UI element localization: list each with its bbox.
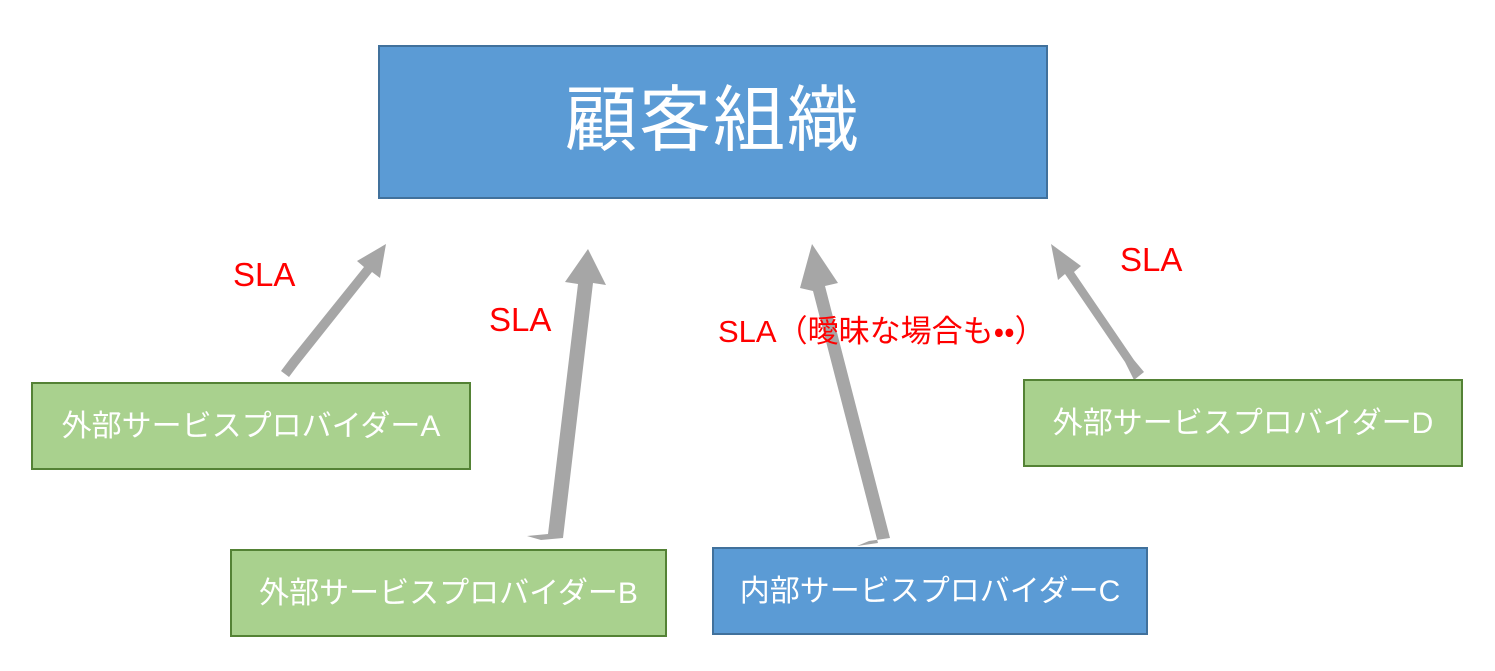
provider-b-node[interactable]: 外部サービスプロバイダーB	[230, 549, 667, 637]
sla-label-d: SLA	[1120, 241, 1183, 278]
arrow-a	[281, 244, 386, 377]
sla-label-c: SLA（曖昧な場合も・・）	[718, 314, 1046, 349]
provider-a-label: 外部サービスプロバイダーA	[61, 409, 441, 443]
customer-organization-node[interactable]: 顧客組織	[378, 45, 1048, 199]
arrow-b	[527, 249, 606, 540]
sla-label-b: SLA	[489, 301, 552, 338]
provider-c-node[interactable]: 内部サービスプロバイダーC	[712, 547, 1148, 635]
provider-a-node[interactable]: 外部サービスプロバイダーA	[31, 382, 471, 470]
customer-organization-label: 顧客組織	[564, 81, 861, 162]
sla-label-a: SLA	[233, 256, 296, 293]
provider-d-label: 外部サービスプロバイダーD	[1052, 406, 1434, 440]
provider-c-label: 内部サービスプロバイダーC	[739, 574, 1121, 608]
provider-d-node[interactable]: 外部サービスプロバイダーD	[1023, 379, 1463, 467]
provider-b-label: 外部サービスプロバイダーB	[259, 576, 638, 610]
arrow-c	[800, 244, 890, 546]
